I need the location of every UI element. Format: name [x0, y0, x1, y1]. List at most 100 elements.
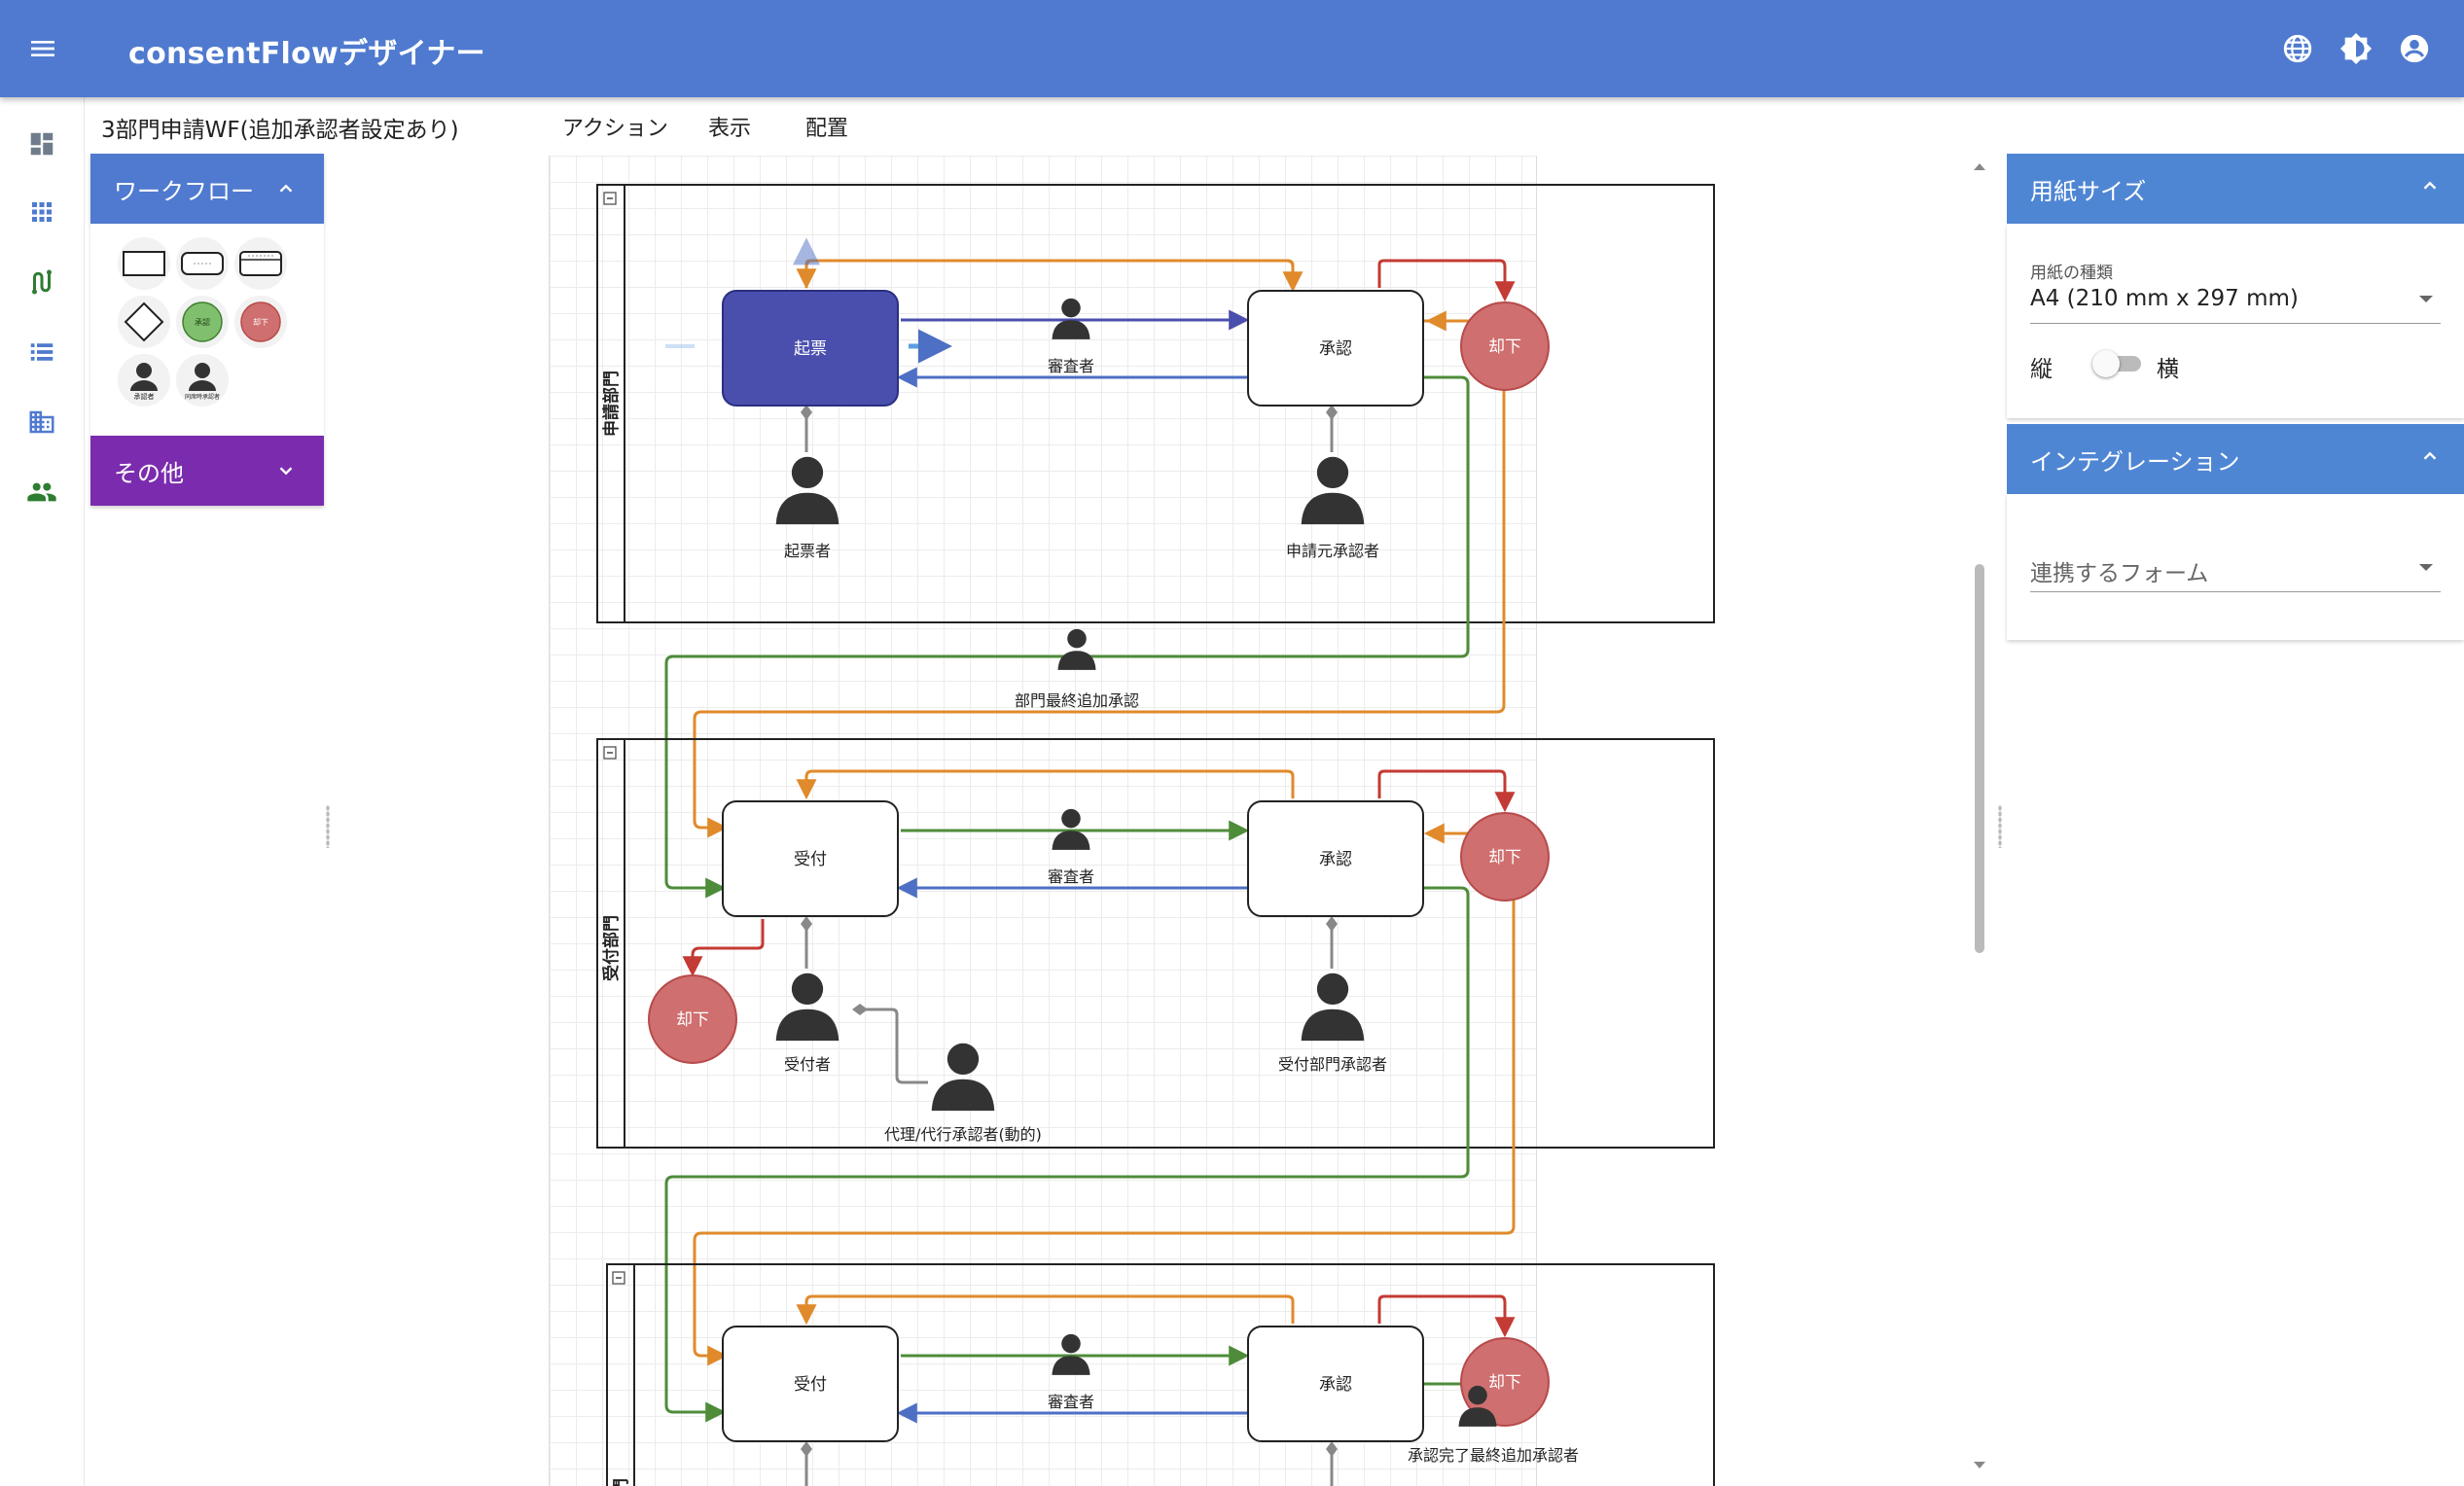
menu-icon[interactable] [23, 29, 62, 68]
paper-type-value: A4 (210 mm x 297 mm) [2030, 286, 2299, 311]
dashboard-icon[interactable] [24, 126, 59, 161]
other-section-header[interactable]: その他 [90, 436, 324, 506]
node-draft-label: 起票 [794, 339, 827, 359]
palette-extra-approver-label: 同席時承認者 [185, 393, 220, 401]
lane-application-label: 申請部門 [601, 371, 622, 437]
account-icon[interactable] [2395, 29, 2434, 68]
paper-size-body: 用紙の種類 A4 (210 mm x 297 mm) 縦 横 [2007, 224, 2464, 418]
palette-task-shape[interactable] [118, 237, 170, 290]
workflow-diagram: 申請部門 起票 [596, 184, 1715, 1486]
palette-header-task-shape[interactable] [234, 237, 287, 290]
menu-arrange[interactable]: 配置 [805, 117, 849, 141]
linked-form-select[interactable]: 連携するフォーム [2030, 548, 2441, 592]
palette-approver-label: 承認者 [134, 392, 155, 401]
paper-size-header[interactable]: 用紙サイズ [2007, 154, 2464, 224]
lane-application: 申請部門 [596, 184, 1715, 623]
node-receive-3[interactable]: 受付 [722, 1326, 899, 1442]
actor-final-extra-approver-label: 承認完了最終追加承認者 [1408, 1446, 1579, 1465]
app-bar: consentFlowデザイナー [0, 0, 2464, 97]
node-reject-1-label: 却下 [1488, 337, 1521, 357]
node-approve-2-label: 承認 [1319, 850, 1352, 869]
node-reject-1[interactable]: 却下 [1460, 301, 1550, 391]
actor-reviewer-1-label: 審査者 [1048, 357, 1094, 375]
actor-receiver-label: 受付者 [784, 1055, 831, 1074]
actor-reviewer-1[interactable]: 審査者 [1048, 298, 1094, 375]
document-title: 3部門申請WF(追加承認者設定あり) [101, 118, 459, 143]
node-draft[interactable]: 起票 [722, 290, 899, 407]
palette-extra-approver-shape[interactable]: 同席時承認者 [176, 354, 229, 407]
palette-reject-label: 却下 [253, 317, 268, 327]
people-icon[interactable] [24, 475, 59, 510]
scrollbar-thumb[interactable] [1975, 564, 1984, 953]
workflow-section-label: ワークフロー [114, 177, 254, 205]
apps-icon[interactable] [24, 195, 59, 230]
actor-source-approver-label: 申請元承認者 [1286, 542, 1379, 560]
left-splitter[interactable] [326, 805, 330, 848]
paper-type-select[interactable]: A4 (210 mm x 297 mm) [2030, 280, 2441, 324]
palette-rounded-task-shape[interactable] [176, 237, 229, 290]
menu-action[interactable]: アクション [562, 117, 668, 141]
scroll-down-icon[interactable] [1971, 1459, 1988, 1472]
menu-view[interactable]: 表示 [708, 117, 752, 141]
orientation-row: 縦 横 [2030, 350, 2322, 382]
actor-receiver[interactable]: 受付者 [775, 973, 839, 1074]
actor-source-approver[interactable]: 申請元承認者 [1286, 456, 1379, 560]
node-receive-2[interactable]: 受付 [722, 800, 899, 917]
business-icon[interactable] [24, 405, 59, 440]
landscape-label: 横 [2157, 357, 2179, 382]
node-reject-2-left-label: 却下 [676, 1010, 709, 1030]
actor-final-extra-approver[interactable]: 承認完了最終追加承認者 [1408, 1385, 1579, 1465]
node-approve-3-label: 承認 [1319, 1375, 1352, 1395]
dropdown-arrow-icon [2419, 296, 2433, 302]
actor-proxy-approver[interactable]: 代理/代行承認者(動的) [884, 1043, 1042, 1144]
workflow-section-header[interactable]: ワークフロー [90, 154, 324, 224]
lane-third: 部門 [606, 1263, 1715, 1486]
node-approve-3[interactable]: 承認 [1247, 1326, 1424, 1442]
actor-dept-final-extra[interactable]: 部門最終追加承認 [1015, 628, 1139, 710]
node-reject-3[interactable]: 却下 [1460, 1337, 1550, 1427]
actor-reception-approver-label: 受付部門承認者 [1278, 1055, 1387, 1074]
canvas-vertical-scrollbar[interactable] [1971, 156, 1988, 1486]
diagram-canvas[interactable]: 申請部門 起票 [331, 152, 1999, 1486]
actor-reception-approver[interactable]: 受付部門承認者 [1278, 973, 1387, 1074]
list-icon[interactable] [24, 335, 59, 370]
chevron-up-icon [2419, 445, 2441, 473]
palette-reject-shape[interactable]: 却下 [234, 296, 287, 348]
shape-library-panel: ワークフロー 承認 却下 承認者 同席時承認者 その他 [90, 154, 324, 1486]
palette-decision-shape[interactable] [118, 296, 170, 348]
linked-form-placeholder: 連携するフォーム [2030, 561, 2209, 586]
actor-proxy-approver-label: 代理/代行承認者(動的) [884, 1125, 1042, 1144]
scroll-up-icon[interactable] [1971, 159, 1988, 173]
properties-panel: 用紙サイズ 用紙の種類 A4 (210 mm x 297 mm) 縦 横 インテ… [2007, 154, 2464, 1486]
lane-reception-label: 受付部門 [601, 915, 622, 981]
palette-approver-shape[interactable]: 承認者 [118, 354, 170, 407]
actor-reviewer-3-label: 審査者 [1048, 1393, 1094, 1411]
node-receive-3-label: 受付 [794, 1375, 827, 1395]
node-approve-1[interactable]: 承認 [1247, 290, 1424, 407]
brightness-icon[interactable] [2337, 29, 2375, 68]
app-title: consentFlowデザイナー [128, 37, 485, 71]
chevron-up-icon [2419, 175, 2441, 202]
integration-body: 連携するフォーム [2007, 494, 2464, 640]
diagram-page: 申請部門 起票 [335, 156, 1751, 1486]
dropdown-arrow-icon [2419, 564, 2433, 571]
node-reject-2-left[interactable]: 却下 [648, 974, 737, 1064]
integration-header[interactable]: インテグレーション [2007, 424, 2464, 494]
right-splitter[interactable] [1998, 805, 2002, 848]
palette-approve-shape[interactable]: 承認 [176, 296, 229, 348]
portrait-label: 縦 [2030, 357, 2053, 382]
lane-third-label: 部門 [611, 1478, 631, 1486]
integration-title: インテグレーション [2030, 447, 2240, 476]
chevron-up-icon [271, 178, 301, 199]
orientation-toggle[interactable] [2092, 350, 2145, 377]
actor-reviewer-3[interactable]: 審査者 [1048, 1333, 1094, 1411]
actor-drafter[interactable]: 起票者 [775, 456, 839, 560]
actor-drafter-label: 起票者 [784, 542, 831, 560]
actor-reviewer-2[interactable]: 審査者 [1048, 808, 1094, 886]
node-approve-2[interactable]: 承認 [1247, 800, 1424, 917]
nav-rail [0, 97, 85, 1486]
language-icon[interactable] [2278, 29, 2317, 68]
route-icon[interactable] [24, 265, 59, 300]
document-bar: 3部門申請WF(追加承認者設定あり) アクション 表示 配置 [84, 97, 2464, 152]
node-reject-2[interactable]: 却下 [1460, 812, 1550, 902]
